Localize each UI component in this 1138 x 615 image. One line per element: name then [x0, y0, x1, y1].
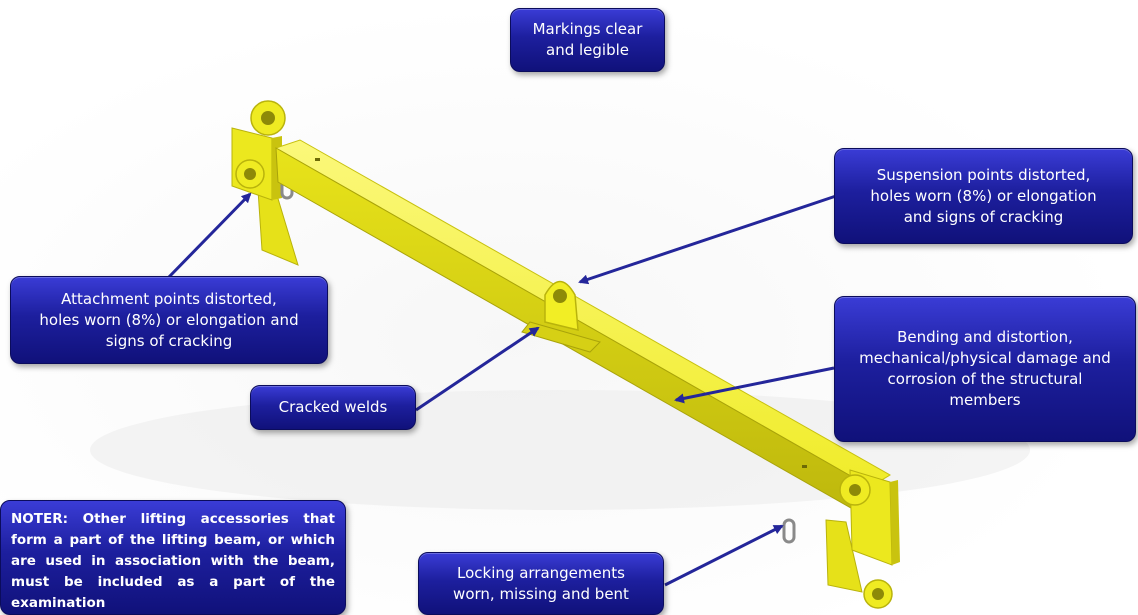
center-lifting-lug: [521, 280, 601, 353]
arrow-locking-arrangements: [664, 524, 784, 587]
beam-marking-hole: [802, 465, 807, 468]
callout-attachment-points: Attachment points distorted, holes worn …: [10, 276, 328, 364]
callout-suspension-points: Suspension points distorted, holes worn …: [834, 148, 1133, 244]
arrow-suspension-points: [578, 194, 837, 285]
beam-marking-hole: [315, 158, 320, 161]
arrow-attachment-points: [166, 192, 252, 280]
right-end-fitting: [782, 469, 900, 609]
callout-markings: Markings clear and legible: [510, 8, 665, 72]
callout-bending-distortion: Bending and distortion, mechanical/physi…: [834, 296, 1136, 442]
callout-locking-arrangements: Locking arrangements worn, missing and b…: [418, 552, 664, 615]
arrow-bending-distortion: [674, 366, 835, 404]
examination-note: NOTER: Other lifting accessories that fo…: [0, 500, 346, 615]
arrow-cracked-welds: [415, 326, 540, 412]
left-end-fitting: [231, 100, 299, 266]
callout-cracked-welds: Cracked welds: [250, 385, 416, 430]
